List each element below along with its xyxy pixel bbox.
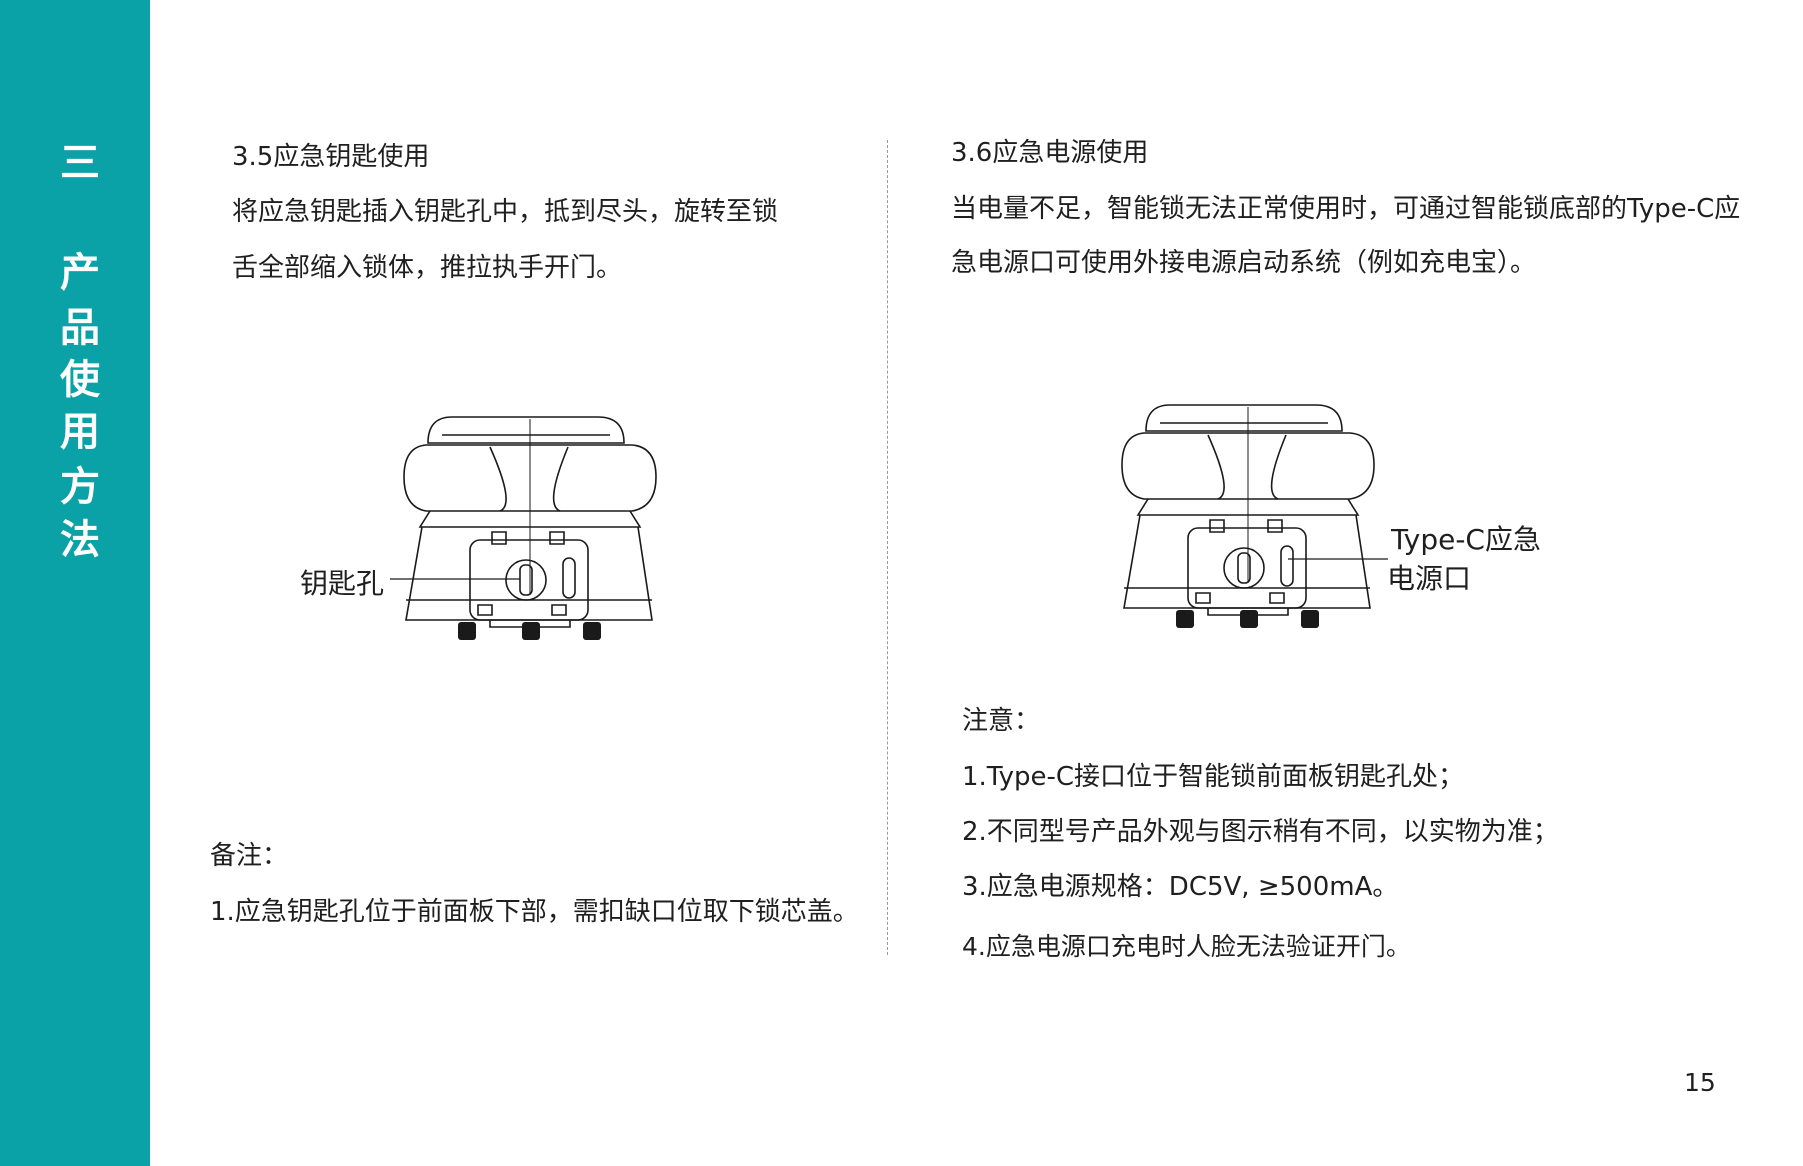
right-note-item: 1.Type-C接口位于智能锁前面板钥匙孔处； xyxy=(962,762,1465,792)
keyhole-callout-label: 钥匙孔 xyxy=(300,567,385,600)
keyhole xyxy=(520,565,532,595)
key-cover-panel xyxy=(1188,528,1306,608)
column-divider xyxy=(887,140,888,955)
sidebar: 三 产 品 使 用 方 法 xyxy=(0,0,150,1166)
device-base xyxy=(406,527,652,620)
lock-illustration-typec xyxy=(1118,403,1378,628)
right-note-item: 2.不同型号产品外观与图示稍有不同，以实物为准； xyxy=(962,817,1559,847)
left-note-title: 备注： xyxy=(210,841,289,871)
left-note-item: 1.应急钥匙孔位于前面板下部，需扣缺口位取下锁芯盖。 xyxy=(210,897,859,927)
lock-illustration-key xyxy=(400,415,660,640)
right-note-item: 3.应急电源规格：DC5V, ≥500mA。 xyxy=(962,872,1399,902)
right-body-line: 当电量不足，智能锁无法正常使用时，可通过智能锁底部的Type-C应 xyxy=(951,194,1741,224)
sidebar-title-char: 用 xyxy=(60,409,100,455)
typec-callout-label: 电源口 xyxy=(1387,562,1472,595)
sidebar-title-char: 法 xyxy=(60,517,100,563)
left-heading: 3.5应急钥匙使用 xyxy=(232,142,430,172)
left-body-line: 将应急钥匙插入钥匙孔中，抵到尽头，旋转至锁 xyxy=(232,197,779,227)
page-number: 15 xyxy=(1684,1068,1716,1097)
device-handle xyxy=(404,445,656,511)
device-handle xyxy=(1122,433,1374,499)
right-heading: 3.6应急电源使用 xyxy=(951,138,1149,168)
device-top-cap xyxy=(428,417,624,443)
right-note-item: 4.应急电源口充电时人脸无法验证开门。 xyxy=(962,932,1411,961)
typec-callout-label: Type-C应急 xyxy=(1391,523,1541,556)
section-number: 三 xyxy=(60,140,100,186)
device-top-cap xyxy=(1146,405,1342,431)
left-body-line: 舌全部缩入锁体，推拉执手开门。 xyxy=(232,253,623,283)
typec-port xyxy=(1281,546,1293,586)
sidebar-title-char: 使 xyxy=(60,357,100,403)
sidebar-title-char: 产 xyxy=(60,250,100,296)
key-cover-panel xyxy=(470,540,588,620)
sidebar-title-char: 品 xyxy=(60,305,100,351)
right-note-title: 注意： xyxy=(962,706,1041,736)
sidebar-title-char: 方 xyxy=(60,464,100,510)
right-body-line: 急电源口可使用外接电源启动系统（例如充电宝）。 xyxy=(951,248,1537,278)
device-base xyxy=(1124,515,1370,608)
